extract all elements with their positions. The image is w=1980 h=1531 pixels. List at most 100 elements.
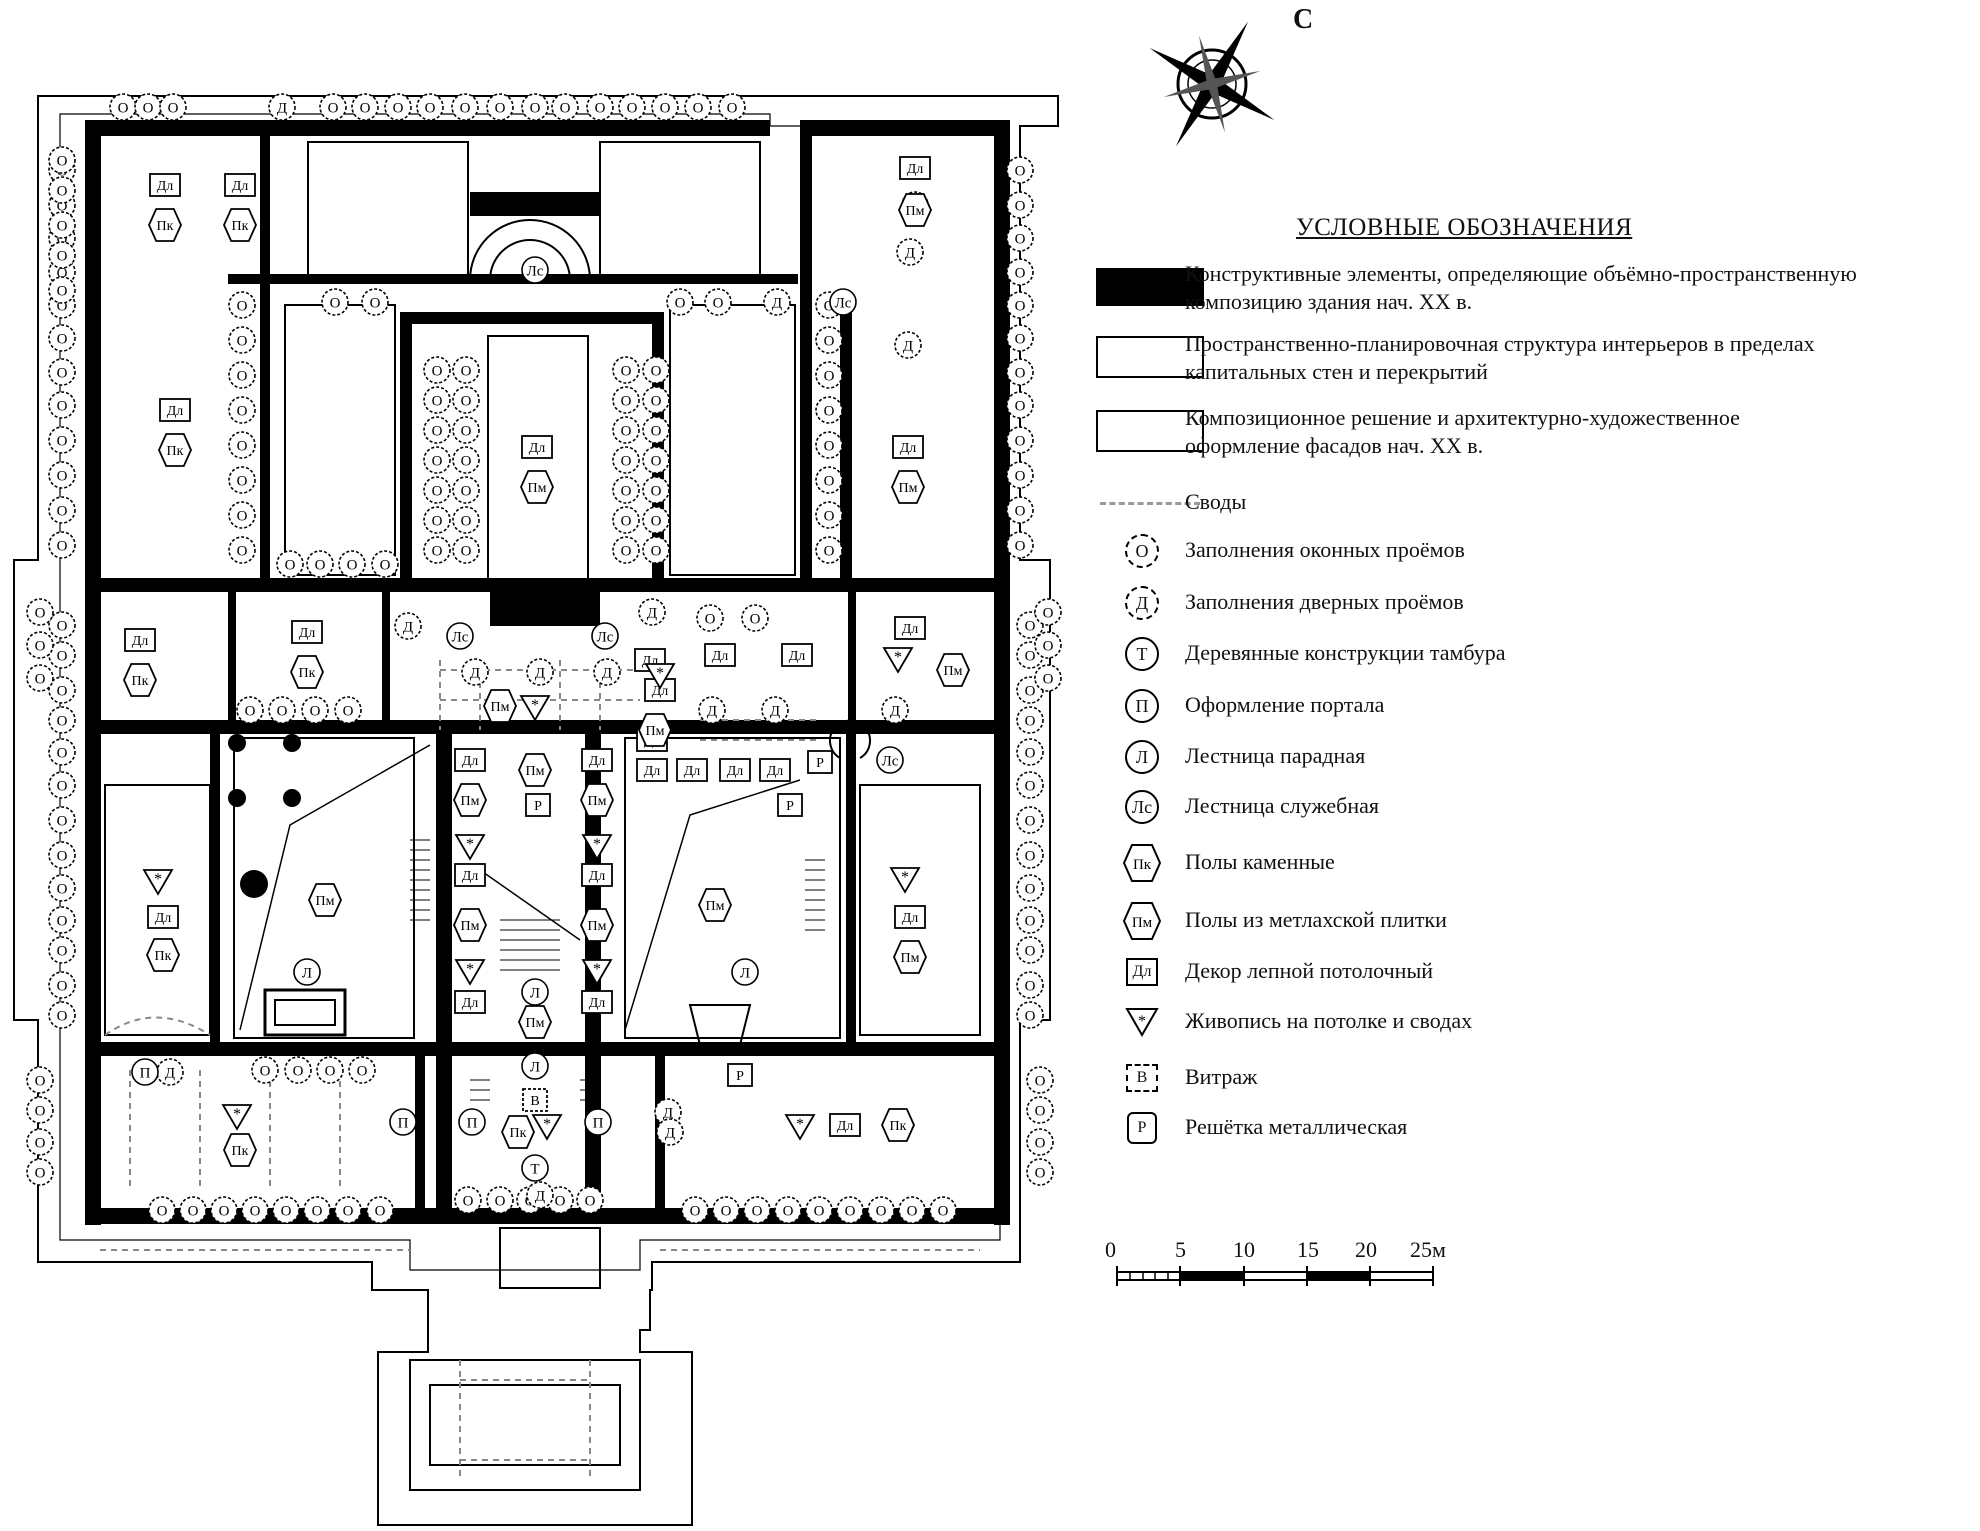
window-fill-mark: О (384, 93, 412, 121)
window-fill-mark: О (521, 93, 549, 121)
svg-text:Дл: Дл (652, 684, 669, 699)
svg-text:Пм: Пм (646, 724, 665, 739)
svg-text:Дл: Дл (589, 996, 606, 1011)
stucco-mark: Дл (521, 435, 553, 459)
legend-label-stone_floors: Полы каменные (1185, 849, 1335, 874)
svg-text:Пм: Пм (706, 899, 725, 914)
door-fill-mark: Д (881, 696, 909, 724)
window-fill-mark: О (642, 386, 670, 414)
tile-floor-mark: Пм (518, 1005, 552, 1039)
svg-text:*: * (1138, 1013, 1146, 1030)
stucco-mark: Дл (781, 643, 813, 667)
svg-text:Пм: Пм (588, 919, 607, 934)
svg-text:Пк: Пк (1133, 857, 1152, 873)
svg-text:О: О (621, 363, 632, 379)
window-fill-mark: О (1016, 874, 1044, 902)
svg-text:О: О (432, 513, 443, 529)
svg-text:О: О (824, 298, 835, 314)
svg-text:*: * (593, 836, 601, 853)
scale-bar (1116, 1266, 1434, 1286)
legend-item-painting: *Живопись на потолке и сводах (1096, 997, 1976, 1047)
svg-text:О: О (143, 100, 154, 116)
svg-text:О: О (675, 295, 686, 311)
apse (688, 1004, 752, 1046)
window-fill-mark: О (1006, 324, 1034, 352)
svg-text:О: О (824, 333, 835, 349)
stucco-mark: Дл (454, 748, 486, 772)
svg-text:О: О (461, 513, 472, 529)
grille-mark: Р (727, 1063, 753, 1087)
door-fill-mark: Д (394, 612, 422, 640)
legend-symbol-doors: Д (1088, 578, 1196, 628)
legend-symbol-vaults (1096, 478, 1204, 528)
painting-mark: * (581, 959, 613, 986)
window-fill-mark: О (1016, 611, 1044, 639)
window-fill-mark: О (1016, 971, 1044, 999)
stucco-mark: Дл (159, 398, 191, 422)
svg-text:Д: Д (277, 100, 287, 116)
door-fill-mark: Д (894, 331, 922, 359)
svg-text:О: О (57, 331, 68, 347)
svg-text:Пк: Пк (510, 1126, 527, 1141)
svg-text:О: О (312, 1203, 323, 1219)
svg-text:О: О (57, 713, 68, 729)
svg-text:О: О (824, 543, 835, 559)
window-fill-mark: О (898, 1196, 926, 1224)
painting-mark: * (142, 869, 174, 896)
door-fill-mark: Д (761, 696, 789, 724)
svg-text:О: О (560, 100, 571, 116)
window-fill-mark: О (1034, 598, 1062, 626)
svg-text:О: О (245, 703, 256, 719)
svg-text:Пм: Пм (316, 894, 335, 909)
svg-text:О: О (57, 978, 68, 994)
svg-text:О: О (1015, 398, 1026, 414)
window-fill-mark: О (423, 506, 451, 534)
svg-text:О: О (57, 198, 68, 214)
window-fill-mark: О (1006, 358, 1034, 386)
svg-text:О: О (1025, 813, 1036, 829)
window-fill-mark: О (26, 1066, 54, 1094)
legend-label-vestibule: Деревянные конструкции тамбура (1185, 640, 1506, 665)
svg-text:О: О (57, 813, 68, 829)
window-fill-mark: О (741, 604, 769, 632)
portal-mark: П (389, 1108, 417, 1136)
painting-mark: * (531, 1114, 563, 1141)
door-fill-mark: Д (461, 658, 489, 686)
svg-text:О: О (1015, 265, 1026, 281)
window-fill-mark: О (486, 93, 514, 121)
svg-text:О: О (168, 100, 179, 116)
painting-mark: * (889, 867, 921, 894)
stucco-mark: Дл (581, 990, 613, 1014)
window-fill-mark: О (1016, 841, 1044, 869)
svg-text:Д: Д (535, 1188, 545, 1204)
door-fill-mark: Д (656, 1118, 684, 1146)
svg-text:Дл: Дл (684, 764, 701, 779)
window-fill-mark: О (743, 1196, 771, 1224)
tile-floor-mark: Пм (698, 888, 732, 922)
window-fill-mark: О (48, 531, 76, 559)
window-fill-mark: О (26, 598, 54, 626)
window-fill-mark: О (48, 841, 76, 869)
svg-text:О: О (463, 1193, 474, 1209)
window-fill-mark: О (452, 386, 480, 414)
window-fill-mark: О (1006, 426, 1034, 454)
svg-text:Д: Д (663, 1105, 673, 1121)
window-fill-mark: О (486, 1186, 514, 1214)
svg-text:П: П (593, 1115, 604, 1131)
svg-text:О: О (1025, 1008, 1036, 1024)
window-fill-mark: О (836, 1196, 864, 1224)
window-fill-mark: О (452, 506, 480, 534)
svg-text:О: О (237, 543, 248, 559)
svg-text:*: * (901, 869, 909, 886)
stucco-mark: Дл (147, 905, 179, 929)
svg-text:Дл: Дл (767, 764, 784, 779)
svg-text:О: О (824, 508, 835, 524)
stucco-mark: Дл (829, 1113, 861, 1137)
svg-text:*: * (531, 697, 539, 714)
svg-text:О: О (783, 1203, 794, 1219)
window-fill-mark: О (334, 1196, 362, 1224)
svg-text:О: О (293, 1063, 304, 1079)
service-stair-mark: Лс (446, 622, 474, 650)
